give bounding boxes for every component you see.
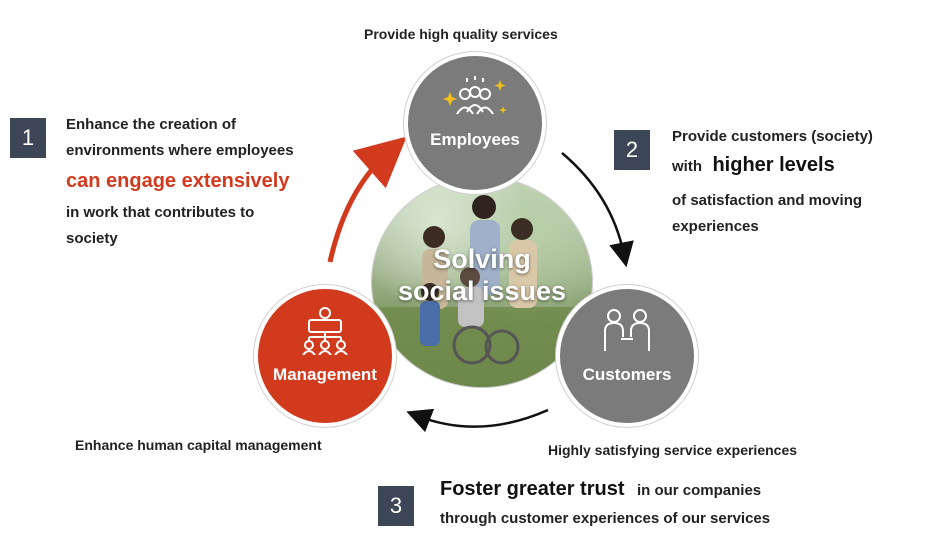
- point-1-emphasis: can engage extensively: [66, 170, 290, 192]
- point-2-emphasis: higher levels: [712, 154, 835, 176]
- right-caption: Highly satisfying service experiences: [548, 442, 798, 458]
- arrow-customers-to-management: [406, 408, 549, 433]
- point-3-badge: 3: [378, 486, 414, 526]
- left-caption: Enhance human capital management: [75, 437, 322, 453]
- top-caption: Provide high quality services: [364, 26, 558, 42]
- center-title-line2: social issues: [397, 276, 567, 306]
- people-sparkle-icon: [443, 76, 507, 115]
- point-3-line1: in our companies: [636, 482, 762, 499]
- family-photo: Solving social issues: [372, 177, 592, 387]
- arrow-employees-to-customers: [561, 152, 634, 268]
- point-3-line2: through customer experiences of our serv…: [440, 510, 771, 527]
- people-silhouettes: [372, 195, 592, 387]
- customers-label: Customers: [582, 365, 672, 384]
- point-2-line2: of satisfaction and moving: [672, 192, 863, 209]
- point-2-badge: 2: [614, 130, 650, 170]
- point-1-line2: environments where employees: [66, 142, 294, 159]
- point-2-line3: experiences: [672, 218, 759, 235]
- point-1-line3: in work that contributes to: [66, 204, 255, 221]
- arrow-management-to-employees: [327, 136, 407, 263]
- point-3-emphasis: Foster greater trust: [440, 478, 625, 500]
- point-1-line1: Enhance the creation of: [66, 116, 237, 133]
- point-3-line-emph: Foster greater trust in our companies: [440, 478, 761, 504]
- point-1-badge: 1: [10, 118, 46, 158]
- org-chart-icon: [302, 307, 348, 355]
- employees-label: Employees: [430, 130, 520, 149]
- employees-node: Employees: [404, 52, 546, 194]
- point-2-line-emph: with higher levels: [672, 154, 835, 180]
- customers-node: Customers: [556, 285, 698, 427]
- point-1-line4: society: [66, 230, 118, 247]
- point-2-line1: Provide customers (society): [672, 128, 873, 145]
- center-title-line1: Solving: [433, 244, 531, 274]
- management-label: Management: [273, 365, 377, 384]
- point-2-prefix: with: [672, 158, 702, 175]
- management-node: Management: [254, 285, 396, 427]
- handshake-people-icon: [604, 309, 650, 351]
